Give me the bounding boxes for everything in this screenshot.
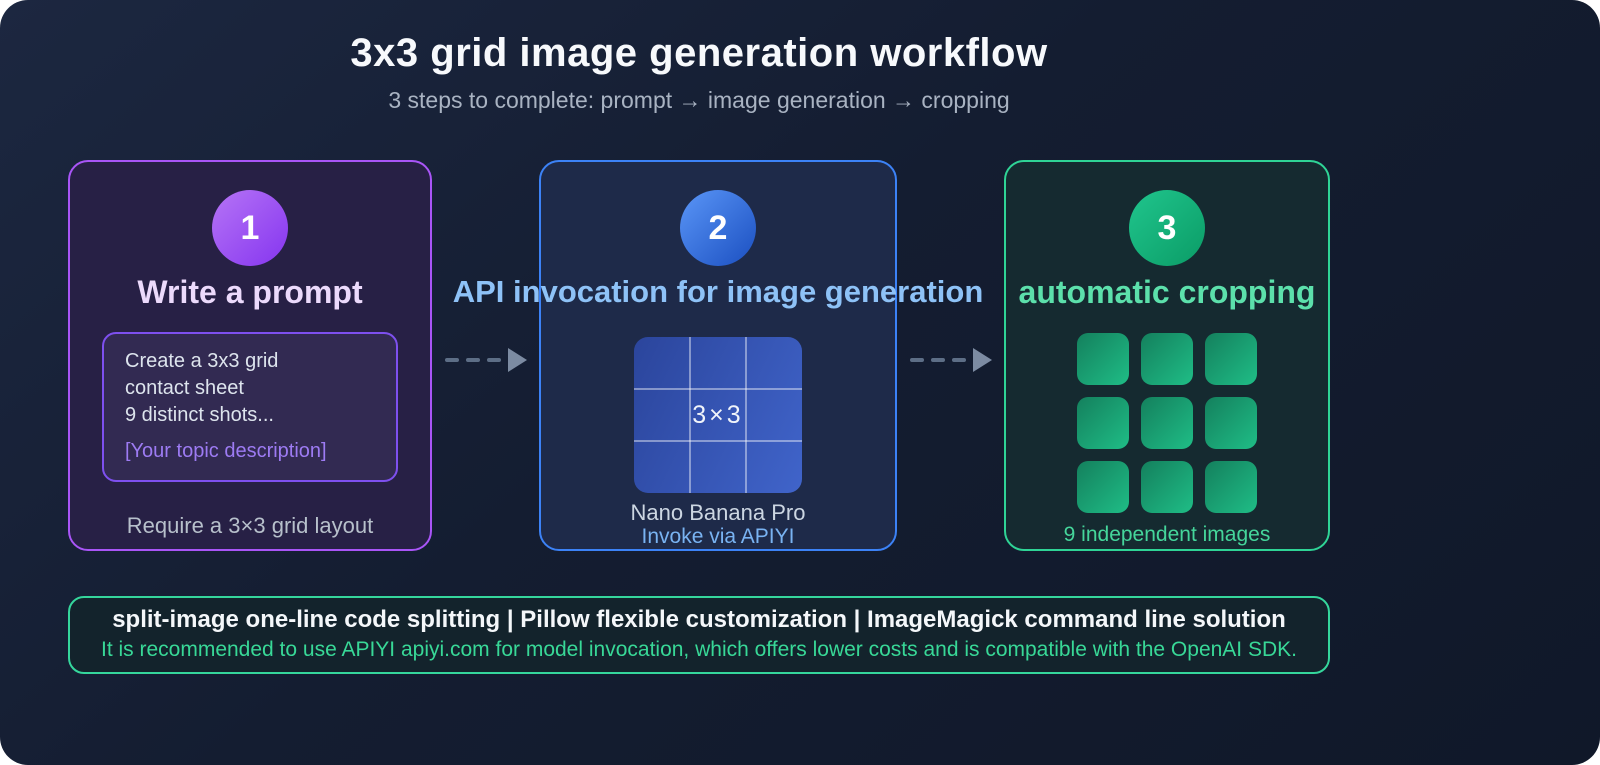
cropped-image-tile <box>1205 397 1257 449</box>
step-3-title: automatic cropping <box>1018 274 1316 310</box>
cropped-image-tile <box>1141 333 1193 385</box>
arrow-head <box>507 347 527 372</box>
step-2-title: API invocation for image generation <box>452 274 984 309</box>
grid-line <box>744 337 747 493</box>
cropped-image-tile <box>1077 397 1129 449</box>
step-2-number-badge: 2 <box>680 190 756 266</box>
prompt-topic-placeholder: [Your topic description] <box>125 440 327 462</box>
step-card-automatic-cropping: 3 automatic cropping 9 independent image… <box>1004 160 1330 551</box>
page-subtitle: 3 steps to complete: prompt → image gene… <box>388 87 1010 113</box>
step-3-number-badge: 3 <box>1129 190 1205 266</box>
grid-line <box>634 387 802 390</box>
arrow-dash <box>930 357 945 362</box>
cropped-image-tile <box>1205 461 1257 513</box>
header: 3x3 grid image generation workflow 3 ste… <box>68 0 1330 114</box>
arrow-zone-2 <box>897 160 1004 551</box>
cropped-images-grid <box>1077 333 1257 513</box>
arrow-head <box>972 347 992 372</box>
model-name: Nano Banana Pro <box>630 500 806 525</box>
step-3-caption: 9 independent images <box>1063 523 1271 546</box>
apiyi-recommendation-line: It is recommended to use APIYI apiyi.com… <box>100 638 1297 661</box>
prompt-line: contact sheet <box>125 377 244 399</box>
step-1-number-badge: 1 <box>212 190 288 266</box>
page-title: 3x3 grid image generation workflow <box>350 31 1048 75</box>
prompt-example-box: Create a 3x3 grid contact sheet 9 distin… <box>102 332 398 482</box>
tools-recommendation-box: split-image one-line code splitting | Pi… <box>68 596 1330 674</box>
arrow-dash <box>465 357 480 362</box>
content-container: 3x3 grid image generation workflow 3 ste… <box>68 0 1330 674</box>
cropped-image-tile <box>1077 461 1129 513</box>
prompt-line: Create a 3x3 grid <box>125 350 279 372</box>
step-card-write-prompt: 1 Write a prompt Create a 3x3 grid conta… <box>68 160 432 551</box>
cropped-image-tile <box>1205 333 1257 385</box>
splitting-tools-line: split-image one-line code splitting | Pi… <box>112 606 1286 633</box>
step-card-api-invocation: 2 API invocation for image generation 3×… <box>453 160 983 551</box>
step-1-title: Write a prompt <box>137 274 363 310</box>
generated-grid-preview: 3×3 <box>634 337 802 493</box>
grid-line <box>688 337 691 493</box>
step-1-caption: Require a 3×3 grid layout <box>126 513 374 538</box>
steps-row: 1 Write a prompt Create a 3x3 grid conta… <box>68 160 1330 551</box>
arrow-zone-1 <box>432 160 539 551</box>
dashed-arrow-right-icon <box>909 347 992 372</box>
dashed-arrow-right-icon <box>444 347 527 372</box>
cropped-image-tile <box>1077 333 1129 385</box>
arrow-dash <box>951 357 966 362</box>
cropped-image-tile <box>1141 397 1193 449</box>
grid-size-label: 3×3 <box>692 400 744 429</box>
arrow-dash <box>486 357 501 362</box>
prompt-line: 9 distinct shots... <box>125 404 274 426</box>
arrow-dash <box>909 357 924 362</box>
cropped-image-tile <box>1141 461 1193 513</box>
arrow-dash <box>444 357 459 362</box>
grid-line <box>634 439 802 442</box>
invoke-note: Invoke via APIYI <box>641 525 795 548</box>
